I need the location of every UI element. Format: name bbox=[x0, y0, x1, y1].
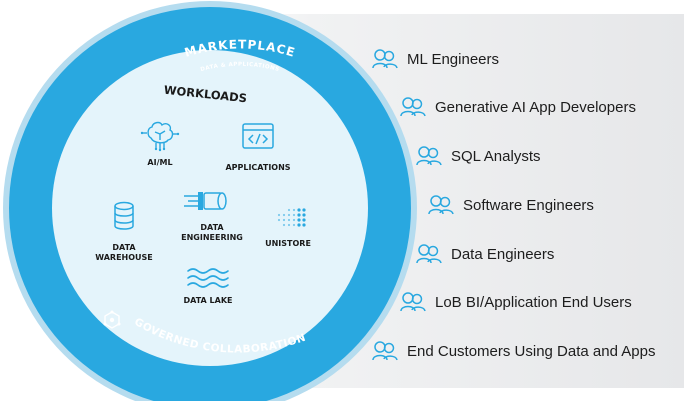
persona-label: LoB BI/Application End Users bbox=[435, 293, 632, 311]
persona-genai-app-developers: Generative AI App Developers bbox=[400, 96, 636, 118]
grid-dot bbox=[287, 213, 291, 217]
grid-dot bbox=[297, 208, 301, 212]
persona-label: Data Engineers bbox=[451, 245, 555, 263]
grid-dot bbox=[297, 223, 301, 227]
persona-label: ML Engineers bbox=[407, 50, 499, 68]
unistore-label: UNISTORE bbox=[265, 239, 311, 248]
users-icon bbox=[372, 341, 398, 361]
inner-circle bbox=[52, 50, 368, 366]
data-engineering-label-line2: ENGINEERING bbox=[181, 233, 243, 242]
persona-label: Software Engineers bbox=[463, 196, 594, 214]
grid-dot bbox=[302, 213, 306, 217]
ring-top-subtitle: DATA & APPLICATIONS bbox=[200, 62, 280, 73]
grid-dot bbox=[292, 223, 296, 227]
aiml-label: AI/ML bbox=[147, 158, 172, 167]
data-lake-label: DATA LAKE bbox=[184, 296, 233, 305]
grid-dot bbox=[277, 213, 281, 217]
brain-circuit-icon bbox=[140, 121, 180, 152]
persona-software-engineers: Software Engineers bbox=[428, 194, 594, 216]
grid-dot bbox=[302, 223, 306, 227]
users-icon bbox=[428, 195, 454, 215]
grid-dot bbox=[297, 218, 301, 222]
dot-grid-icon bbox=[277, 208, 306, 227]
grid-dot bbox=[282, 223, 286, 227]
grid-dot bbox=[302, 208, 306, 212]
grid-dot bbox=[297, 213, 301, 217]
data-warehouse-label-line1: DATA bbox=[112, 243, 136, 252]
data-pipe-icon bbox=[184, 192, 227, 210]
hexagon-network-icon bbox=[103, 310, 121, 329]
code-window-icon bbox=[242, 123, 274, 149]
users-icon bbox=[400, 97, 426, 117]
persona-label: End Customers Using Data and Apps bbox=[407, 342, 656, 360]
grid-dot bbox=[287, 223, 291, 227]
grid-dot bbox=[292, 218, 296, 222]
persona-ml-engineers: ML Engineers bbox=[372, 48, 499, 70]
grid-dot bbox=[282, 218, 286, 222]
persona-data-engineers: Data Engineers bbox=[416, 243, 554, 265]
users-icon bbox=[416, 146, 442, 166]
grid-dot bbox=[302, 218, 306, 222]
svg-text:DATA & APPLICATIONS: DATA & APPLICATIONS bbox=[200, 62, 280, 73]
waves-icon bbox=[187, 268, 229, 288]
grid-dot bbox=[277, 218, 281, 222]
users-icon bbox=[416, 244, 442, 264]
grid-dot bbox=[292, 208, 296, 212]
persona-label: Generative AI App Developers bbox=[435, 98, 636, 116]
users-icon bbox=[400, 292, 426, 312]
grid-dot bbox=[282, 213, 286, 217]
persona-sql-analysts: SQL Analysts bbox=[416, 145, 541, 167]
grid-dot bbox=[287, 208, 291, 212]
database-icon bbox=[114, 201, 134, 230]
persona-end-customers: End Customers Using Data and Apps bbox=[372, 340, 655, 362]
grid-dot bbox=[292, 213, 296, 217]
users-icon bbox=[372, 49, 398, 69]
grid-dot bbox=[287, 218, 291, 222]
persona-lob-bi-end-users: LoB BI/Application End Users bbox=[400, 291, 632, 313]
data-engineering-label-line1: DATA bbox=[200, 223, 224, 232]
data-warehouse-label-line2: WAREHOUSE bbox=[95, 253, 153, 262]
applications-label: APPLICATIONS bbox=[225, 163, 290, 172]
persona-label: SQL Analysts bbox=[451, 147, 541, 165]
